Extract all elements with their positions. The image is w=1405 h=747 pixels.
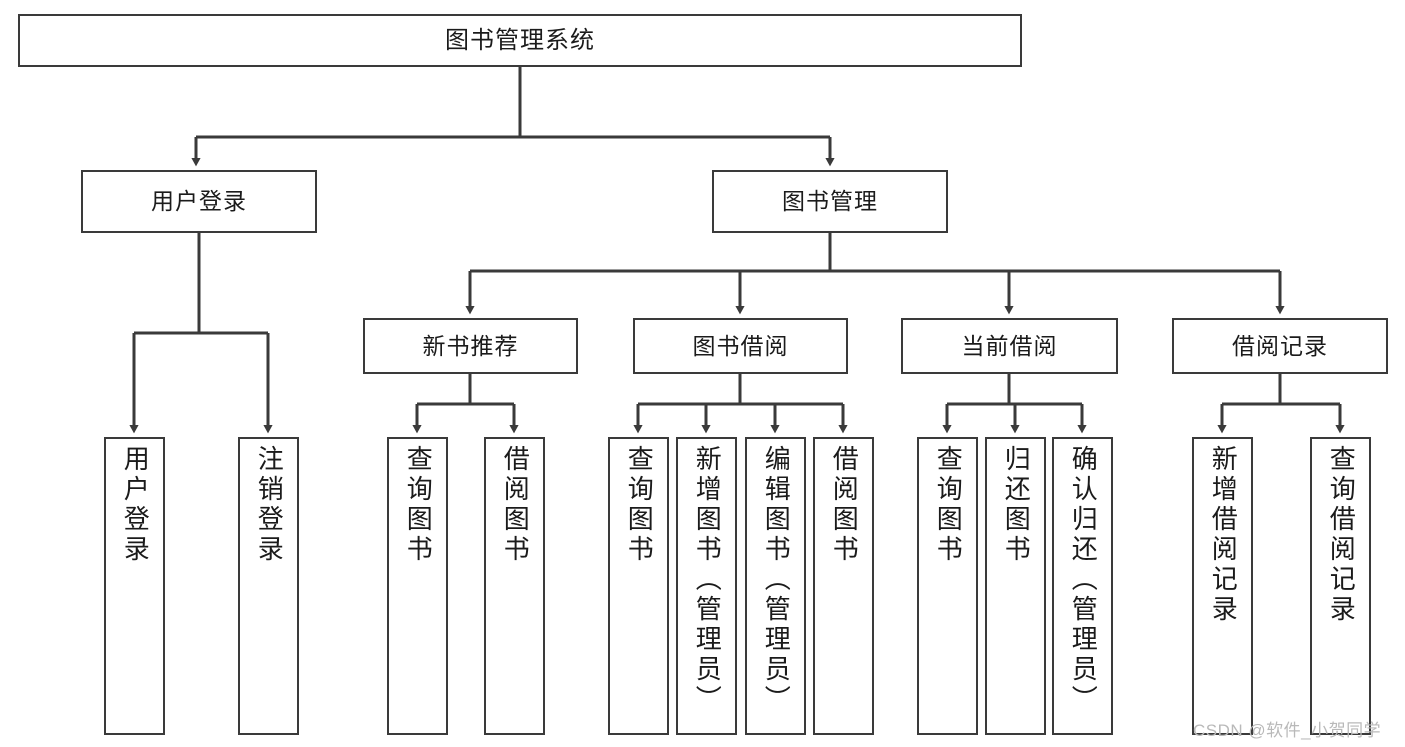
leaf-confirm-return-admin[interactable]: 确认归还（管理员） xyxy=(1052,437,1113,735)
node-label: 新书推荐 xyxy=(422,332,519,359)
node-label: 查询图书 xyxy=(933,445,964,565)
node-borrow-record[interactable]: 借阅记录 xyxy=(1172,318,1388,374)
node-user-login[interactable]: 用户登录 xyxy=(81,170,317,233)
node-label: 注销登录 xyxy=(254,445,285,565)
leaf-user-logout[interactable]: 注销登录 xyxy=(238,437,299,735)
node-label: 归还图书 xyxy=(1001,445,1032,565)
node-label: 确认归还（管理员） xyxy=(1068,445,1099,715)
leaf-query-book-borrow[interactable]: 查询图书 xyxy=(608,437,669,735)
node-label: 图书借阅 xyxy=(692,332,789,359)
node-label: 编辑图书（管理员） xyxy=(761,445,792,715)
node-root-library-system[interactable]: 图书管理系统 xyxy=(18,14,1022,67)
leaf-add-borrow-record[interactable]: 新增借阅记录 xyxy=(1192,437,1253,735)
node-label: 新增借阅记录 xyxy=(1208,445,1239,625)
node-label: 查询图书 xyxy=(403,445,434,565)
node-label: 借阅图书 xyxy=(500,445,531,565)
leaf-borrow-book[interactable]: 借阅图书 xyxy=(813,437,874,735)
leaf-query-book-recommend[interactable]: 查询图书 xyxy=(387,437,448,735)
node-label: 新增图书（管理员） xyxy=(692,445,723,715)
node-book-borrow[interactable]: 图书借阅 xyxy=(633,318,848,374)
node-book-management[interactable]: 图书管理 xyxy=(712,170,948,233)
node-label: 图书管理系统 xyxy=(445,26,595,54)
node-label: 查询图书 xyxy=(624,445,655,565)
node-label: 用户登录 xyxy=(120,445,151,565)
node-label: 借阅记录 xyxy=(1232,332,1328,359)
leaf-edit-book-admin[interactable]: 编辑图书（管理员） xyxy=(745,437,806,735)
leaf-borrow-book-recommend[interactable]: 借阅图书 xyxy=(484,437,545,735)
node-current-borrow[interactable]: 当前借阅 xyxy=(901,318,1118,374)
node-label: 借阅图书 xyxy=(829,445,860,565)
leaf-query-borrow-record[interactable]: 查询借阅记录 xyxy=(1310,437,1371,735)
leaf-query-book-current[interactable]: 查询图书 xyxy=(917,437,978,735)
leaf-user-login[interactable]: 用户登录 xyxy=(104,437,165,735)
node-label: 查询借阅记录 xyxy=(1326,445,1357,625)
node-label: 用户登录 xyxy=(151,188,247,214)
node-label: 当前借阅 xyxy=(961,332,1058,359)
leaf-add-book-admin[interactable]: 新增图书（管理员） xyxy=(676,437,737,735)
node-new-book-recommend[interactable]: 新书推荐 xyxy=(363,318,578,374)
node-label: 图书管理 xyxy=(782,188,878,214)
leaf-return-book[interactable]: 归还图书 xyxy=(985,437,1046,735)
